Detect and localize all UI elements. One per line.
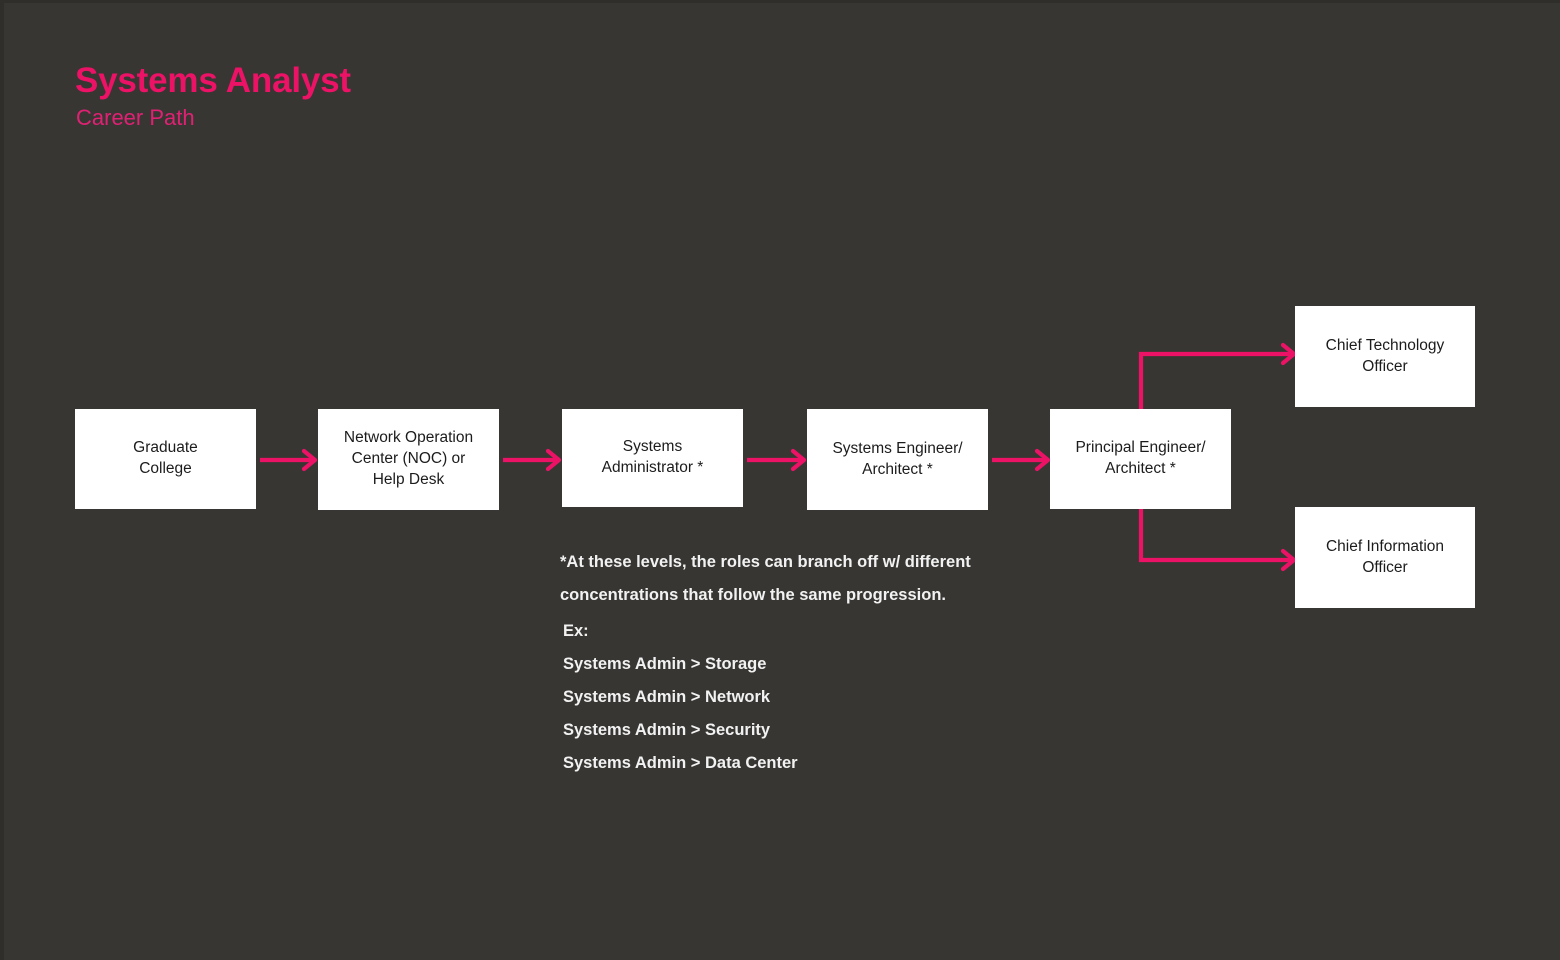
node-noc-help-desk[interactable]: Network Operation Center (NOC) or Help D…	[318, 409, 499, 510]
page-title: Systems Analyst	[75, 61, 351, 100]
node-principal-engineer-line1: Principal Engineer/	[1075, 439, 1206, 457]
footnote-note: *At these levels, the roles can branch o…	[560, 546, 1030, 612]
arrow-graduate-to-noc	[260, 448, 318, 472]
arrow-sysadmin-to-sysengineer	[747, 448, 807, 472]
node-graduate-college-line1: Graduate	[133, 439, 198, 457]
node-noc-help-desk-line1: Network Operation	[343, 429, 474, 447]
node-chief-information-officer[interactable]: Chief Information Officer	[1295, 507, 1475, 608]
example-item-security: Systems Admin > Security	[563, 721, 771, 739]
arrow-sysengineer-to-principal	[992, 448, 1051, 472]
node-principal-engineer-line2: Architect *	[1105, 460, 1176, 477]
node-graduate-college-line2: College	[139, 460, 192, 477]
node-graduate-college[interactable]: Graduate College	[75, 409, 256, 509]
node-systems-engineer-line2: Architect *	[862, 460, 933, 478]
node-systems-engineer[interactable]: Systems Engineer/ Architect *	[807, 409, 988, 510]
examples-label: Ex:	[563, 622, 589, 640]
node-chief-technology-officer-line1: Chief Technology	[1325, 336, 1445, 354]
node-chief-information-officer-line1: Chief Information	[1325, 537, 1445, 555]
page-subtitle: Career Path	[76, 105, 195, 131]
example-item-network: Systems Admin > Network	[563, 688, 771, 706]
example-item-storage: Systems Admin > Storage	[563, 655, 767, 673]
node-systems-engineer-line1: Systems Engineer/	[832, 439, 963, 457]
node-chief-technology-officer-line2: Officer	[1362, 357, 1408, 375]
node-noc-help-desk-line2: Center (NOC) or	[351, 450, 466, 468]
node-chief-technology-officer[interactable]: Chief Technology Officer	[1295, 306, 1475, 407]
node-chief-information-officer-line2: Officer	[1362, 558, 1408, 576]
node-systems-administrator-line1: Systems	[622, 438, 683, 456]
node-principal-engineer[interactable]: Principal Engineer/ Architect *	[1050, 409, 1231, 509]
footnote-note-text: *At these levels, the roles can branch o…	[560, 553, 971, 604]
node-noc-help-desk-line3: Help Desk	[372, 470, 445, 488]
example-item-datacenter: Systems Admin > Data Center	[563, 754, 798, 772]
arrow-noc-to-sysadmin	[503, 448, 562, 472]
footnote-examples: Ex: Systems Admin > Storage Systems Admi…	[563, 615, 798, 780]
node-systems-administrator-line2: Administrator *	[601, 459, 704, 476]
title-block: Systems Analyst Career Path	[75, 61, 351, 132]
node-systems-administrator[interactable]: Systems Administrator *	[562, 409, 743, 507]
